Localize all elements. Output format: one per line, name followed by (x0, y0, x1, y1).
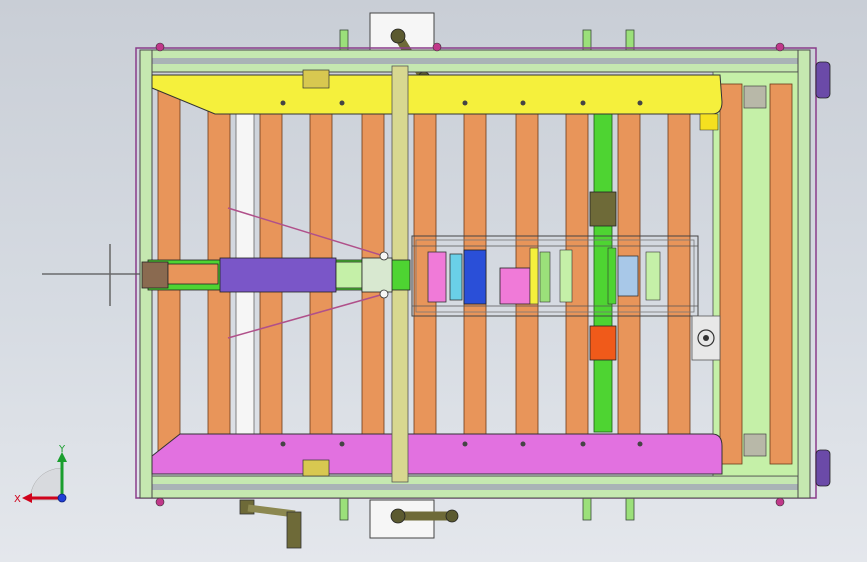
hand-crank-icon[interactable] (239, 499, 302, 549)
push-cylinder-assembly (42, 207, 411, 339)
green-drive-shaft (589, 111, 617, 433)
magenta-side-guide (151, 433, 723, 477)
yellow-side-guide (151, 69, 723, 131)
x-axis-label: X (14, 494, 21, 505)
axis-triad-icon: Y X (14, 444, 67, 505)
idler-plate (691, 315, 721, 361)
y-axis-label: Y (58, 444, 66, 455)
bottom-crank-handle-icon[interactable] (369, 499, 459, 539)
top-posts (339, 29, 635, 521)
tape-head-carriage (411, 235, 699, 317)
